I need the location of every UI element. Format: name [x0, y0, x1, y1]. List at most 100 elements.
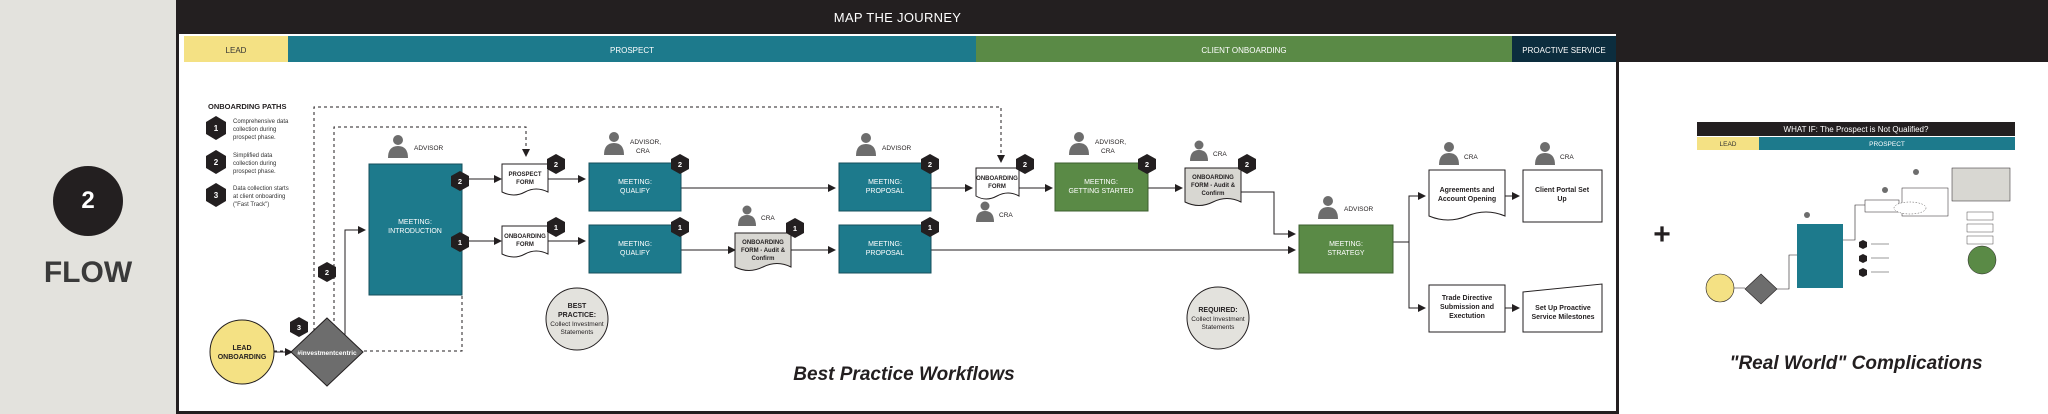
- agreements-node: [1428, 169, 1506, 221]
- onboarding-form-2-line-1: ONBOARDING: [976, 176, 1018, 182]
- person-icon: [1190, 140, 1208, 161]
- service-milestones-node: [1522, 283, 1603, 333]
- required-note: [1186, 286, 1250, 350]
- main-caption: Best Practice Workflows: [793, 364, 1014, 385]
- legend-badge-3: 3: [214, 191, 219, 200]
- role-advisor-intro: ADVISOR: [414, 145, 444, 152]
- client-portal-line-2: Up: [1557, 196, 1566, 203]
- meeting-proposal-bottom-line-1: MEETING:: [868, 241, 902, 248]
- whatif-topbar: [1619, 0, 2048, 62]
- legend-item-1-line-3: prospect phase.: [233, 135, 276, 141]
- meeting-introduction-line-2: INTRODUCTION: [388, 228, 442, 235]
- phase-proactive-service-label: PROACTIVE SERVICE: [1522, 46, 1605, 55]
- meeting-qualify-top-line-2: QUALIFY: [620, 188, 650, 195]
- badge-2-prospect-form-hex: [547, 154, 565, 174]
- plus-sign: +: [1653, 218, 1671, 251]
- step-panel: 2 FLOW: [0, 0, 176, 414]
- meeting-qualify-bottom-line-2: QUALIFY: [620, 250, 650, 257]
- onboarding-audit-right-line-2: FORM - Audit &: [1191, 183, 1236, 189]
- onboarding-audit-mid-line-3: Confirm: [752, 256, 775, 262]
- decision-label: #investmentcentric: [297, 350, 357, 357]
- person-icon: [388, 135, 408, 158]
- onboarding-audit-mid-line-2: FORM - Audit &: [741, 248, 786, 254]
- legend-badge-1: 1: [214, 124, 219, 133]
- meeting-proposal-top-line-2: PROPOSAL: [866, 188, 905, 195]
- trade-directive-line-1: Trade Directive: [1442, 295, 1492, 302]
- badge-2-qualify: 2: [678, 160, 682, 169]
- badge-3-decision-hex: [290, 317, 308, 337]
- meeting-getting-started-line-2: GETTING STARTED: [1068, 188, 1133, 195]
- meeting-proposal-top-node: [838, 162, 932, 212]
- role-cra-mid: CRA: [761, 215, 775, 222]
- phase-prospect: [288, 36, 976, 62]
- role-advisor-cra-qualify-line-2: CRA: [636, 148, 650, 155]
- onboarding-form-2-line-2: FORM: [988, 184, 1006, 190]
- meeting-qualify-bottom-node: [588, 224, 682, 274]
- person-icon: [1535, 142, 1555, 165]
- meeting-proposal-bottom-line-2: PROPOSAL: [866, 250, 905, 257]
- person-icon: [1069, 132, 1089, 155]
- best-practice-note: [545, 287, 609, 351]
- badge-1-qualify-hex: [671, 217, 689, 237]
- role-advisor-cra-gs-line-1: ADVISOR,: [1095, 139, 1126, 146]
- role-advisor-cra-qualify-line-1: ADVISOR,: [630, 139, 661, 146]
- legend-item-2-line-3: prospect phase.: [233, 169, 276, 175]
- required-line-3: Statements: [1202, 324, 1236, 331]
- service-milestones-line-1: Set Up Proactive: [1535, 305, 1591, 312]
- badge-2-onb-form2: 2: [1023, 160, 1027, 169]
- meeting-proposal-top-line-1: MEETING:: [868, 179, 902, 186]
- person-icon: [1439, 142, 1459, 165]
- step-label: FLOW: [43, 256, 133, 289]
- onboarding-audit-mid-node: [734, 232, 792, 271]
- phase-client-onboarding-label: CLIENT ONBOARDING: [1201, 46, 1286, 55]
- badge-2-proposal-hex: [921, 154, 939, 174]
- legend-badge-2: 2: [214, 158, 219, 167]
- meeting-getting-started-node: [1054, 162, 1149, 212]
- badge-2-audit-right: 2: [1245, 160, 1249, 169]
- required-line-1: REQUIRED:: [1198, 307, 1237, 314]
- role-cra-onb-form2: CRA: [999, 212, 1013, 219]
- role-cra-audit-right: CRA: [1213, 151, 1227, 158]
- page-title: MAP THE JOURNEY: [179, 0, 1616, 34]
- onboarding-form-2-node: [975, 167, 1020, 200]
- journey-diagram: LEAD PROSPECT CLIENT ONBOARDING PROACTIV…: [184, 36, 1616, 387]
- meeting-qualify-bottom-line-1: MEETING:: [618, 241, 652, 248]
- client-portal-line-1: Client Portal Set: [1535, 187, 1590, 194]
- badge-2-decision-hex: [318, 262, 336, 282]
- meeting-strategy-line-2: STRATEGY: [1327, 250, 1365, 257]
- legend-item-3-line-2: at client onboarding: [233, 194, 285, 200]
- legend-item-1-line-1: Comprehensive data: [233, 119, 289, 125]
- onboarding-form-node: [501, 225, 549, 258]
- best-practice-line-4: Statements: [561, 329, 595, 336]
- meeting-qualify-top-node: [588, 162, 682, 212]
- badge-1-proposal: 1: [928, 223, 932, 232]
- phase-client-onboarding: [976, 36, 1512, 62]
- agreements-line-2: Account Opening: [1438, 196, 1496, 203]
- dashed-path-prospect: [274, 126, 530, 352]
- meeting-qualify-top-line-1: MEETING:: [618, 179, 652, 186]
- legend-title: ONBOARDING PATHS: [208, 102, 286, 111]
- best-practice-line-1: BEST: [568, 303, 587, 310]
- phase-bar: LEAD PROSPECT CLIENT ONBOARDING PROACTIV…: [184, 36, 1616, 62]
- trade-directive-node: [1428, 284, 1506, 333]
- badge-2-qualify-hex: [671, 154, 689, 174]
- trade-directive-line-2: Submission and: [1440, 304, 1494, 311]
- best-practice-line-3: Collect Investment: [550, 321, 604, 328]
- badge-2-prospect-form: 2: [554, 160, 558, 169]
- whatif-title: WHAT IF: The Prospect is Not Qualified?: [1784, 125, 1929, 134]
- meeting-proposal-bottom-node: [838, 224, 932, 274]
- lead-onboarding-line-1: LEAD: [232, 345, 251, 352]
- meeting-introduction-line-1: MEETING:: [398, 219, 432, 226]
- badge-2-audit-right-hex: [1238, 154, 1256, 174]
- onboarding-audit-mid-line-1: ONBOARDING: [742, 240, 784, 246]
- onboarding-audit-right-node: [1184, 167, 1242, 206]
- phase-proactive-service: [1512, 36, 1616, 62]
- person-icon: [1318, 196, 1338, 219]
- badge-2-decision: 2: [325, 268, 329, 277]
- legend-item-1-line-2: collection during: [233, 127, 276, 133]
- legend-item-3-line-1: Data collection starts: [233, 186, 289, 192]
- meeting-strategy-node: [1298, 224, 1394, 274]
- journey-map-panel: MAP THE JOURNEY LEAD PROSPECT CLIENT ONB…: [176, 0, 1616, 414]
- meeting-introduction-node: [368, 163, 463, 296]
- badge-1-audit-mid-hex: [786, 218, 804, 238]
